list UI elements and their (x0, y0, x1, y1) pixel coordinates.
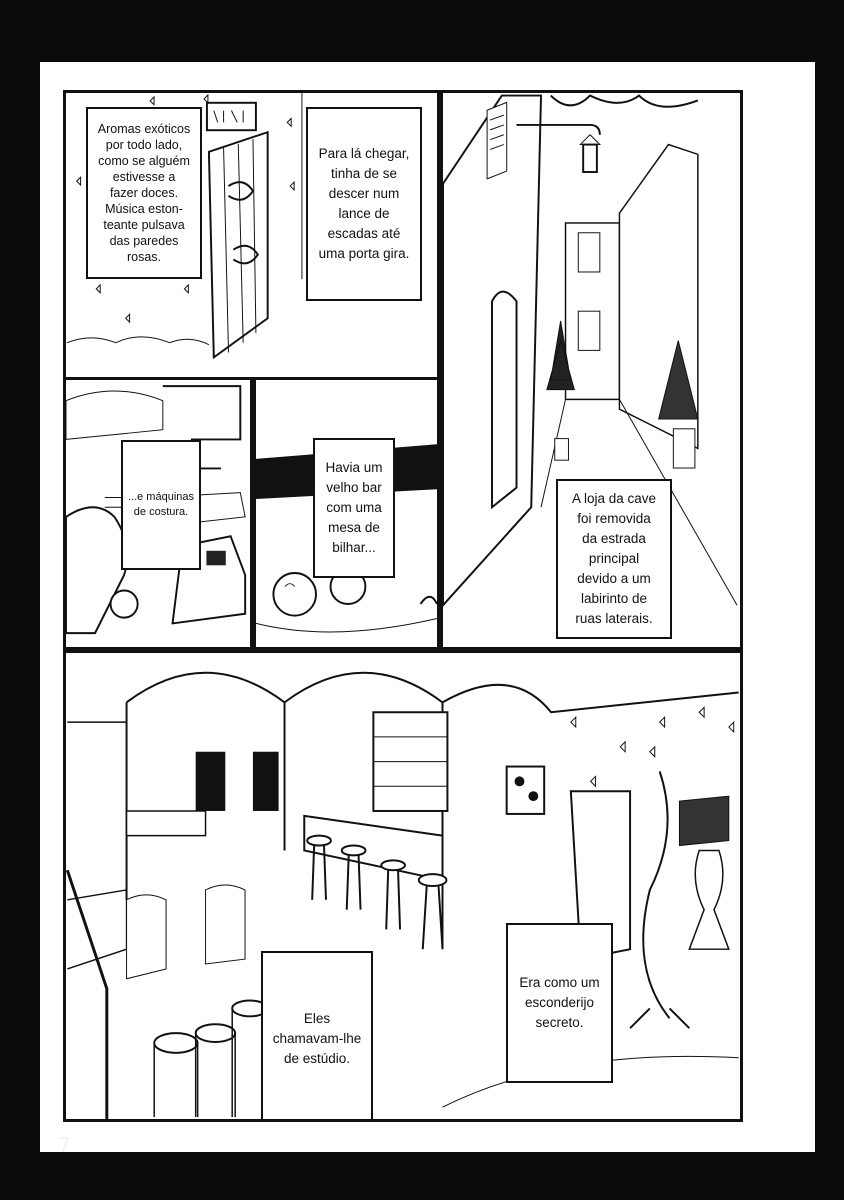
caption-studio: Eles chamavam-lhe de estúdio. (261, 951, 373, 1119)
butterfly-icons (570, 706, 735, 788)
alley-illustration (443, 94, 738, 607)
panel-sewing: ...e máquinas de costura. (63, 377, 253, 650)
page-number: 7 (58, 1133, 71, 1157)
caption-bar: Havia um velho bar com uma mesa de bilha… (313, 438, 395, 578)
street-lantern-icon (516, 123, 602, 173)
caption-stairs: Para lá chegar, tinha de se descer num l… (306, 107, 422, 301)
caption-aromas: Aromas exóticos por todo lado, como se a… (86, 107, 202, 279)
panel-door: Aromas exóticos por todo lado, como se a… (63, 90, 440, 380)
manga-page: Aromas exóticos por todo lado, como se a… (40, 62, 815, 1152)
panel-bar: Havia um velho bar com uma mesa de bilha… (253, 377, 440, 650)
studio-illustration (66, 671, 739, 1119)
caption-hideout: Era como um esconderijo secreto. (506, 923, 613, 1083)
panel-studio: Eles chamavam-lhe de estúdio. Era como u… (63, 650, 743, 1122)
caption-sewing: ...e máquinas de costura. (121, 440, 201, 570)
caption-cave: A loja da cave foi removida da estrada p… (556, 479, 672, 639)
panel-alley: A loja da cave foi removida da estrada p… (440, 90, 743, 650)
hanging-sign-icon (205, 101, 257, 132)
